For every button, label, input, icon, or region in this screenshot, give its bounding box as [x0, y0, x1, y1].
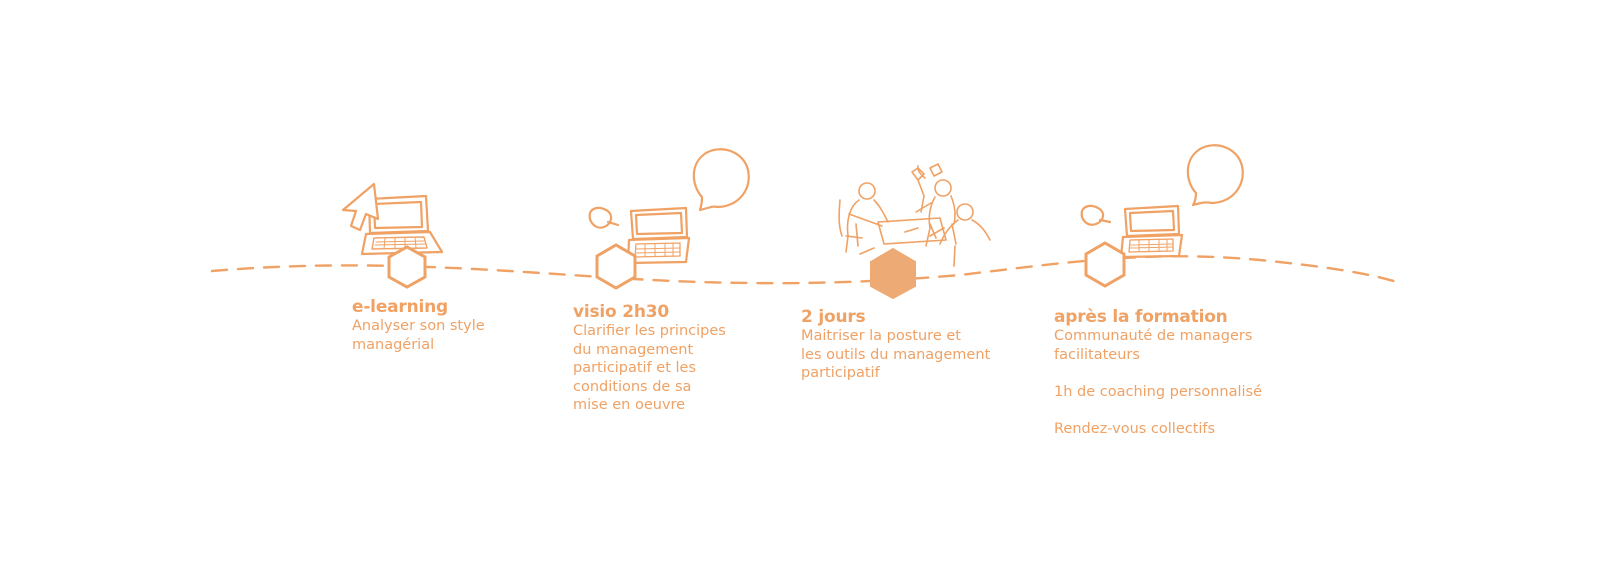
laptop-speech-bubble-icon-2 — [1080, 144, 1244, 259]
step-description-line: Maitriser la posture et — [801, 328, 961, 344]
step-apres-formation: après la formation Communauté de manager… — [1054, 307, 1262, 438]
step-description-line: Analyser son style — [352, 318, 485, 334]
step-description-line: mise en oeuvre — [573, 397, 686, 413]
step-description-line: du management — [573, 341, 694, 358]
step-title: après la formation — [1054, 307, 1228, 327]
hexagon-marker-elearning — [387, 245, 427, 289]
hexagon-marker-apres — [1084, 241, 1126, 288]
step-elearning: e-learning Analyser son style managérial — [352, 297, 485, 354]
step-description-line: Clarifier les principes — [573, 323, 726, 339]
step-2-jours: 2 jours Maitriser la posture et les outi… — [801, 307, 990, 383]
step-description-line: managérial — [352, 336, 435, 353]
step-description-spacer — [1054, 364, 1262, 383]
step-description-line: conditions de sa — [573, 378, 692, 395]
step-description-line: 1h de coaching personnalisé — [1054, 383, 1262, 400]
step-title: 2 jours — [801, 307, 866, 327]
step-description-line: participatif et les — [573, 360, 697, 376]
step-description-spacer — [1054, 401, 1262, 420]
step-description-line: facilitateurs — [1054, 346, 1140, 363]
step-description-line: participatif — [801, 365, 880, 381]
team-workshop-icon — [838, 163, 991, 267]
hexagon-marker-2-jours — [870, 247, 916, 300]
step-title: visio 2h30 — [573, 302, 670, 322]
hexagon-marker-visio — [595, 243, 637, 290]
laptop-cursor-icon — [341, 182, 444, 256]
step-description-line: Communauté de managers — [1054, 328, 1253, 344]
step-visio: visio 2h30 Clarifier les principes du ma… — [573, 302, 726, 415]
step-title: e-learning — [352, 297, 448, 317]
step-description-line: les outils du management — [801, 346, 991, 363]
step-description-line: Rendez-vous collectifs — [1054, 420, 1216, 437]
